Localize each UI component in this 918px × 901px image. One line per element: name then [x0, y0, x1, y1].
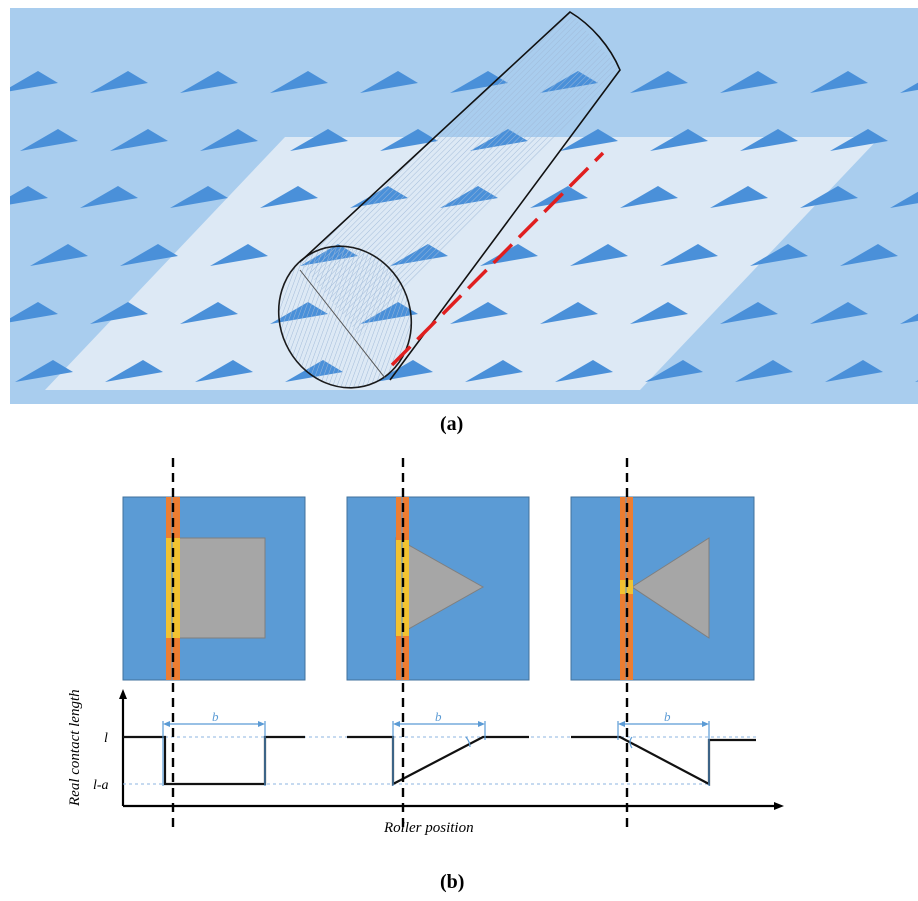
- svg-text:b: b: [435, 709, 442, 724]
- shape-square: [167, 537, 266, 639]
- roller-cylinder-icon: [277, 11, 621, 389]
- caption-b: (b): [440, 871, 464, 893]
- asperity-triangle-icon: [450, 71, 508, 93]
- asperity-triangle-icon: [720, 71, 778, 93]
- asperity-triangle-icon: [10, 186, 48, 205]
- x-axis-label: Roller position: [383, 820, 474, 836]
- asperity-triangle-icon: [645, 360, 703, 382]
- contact-line-red: [390, 151, 605, 367]
- asperity-triangle-icon: [540, 302, 598, 324]
- asperity-triangle-icon: [180, 71, 238, 93]
- box-triangle-left: [570, 496, 755, 681]
- asperity-triangle-icon: [90, 302, 148, 324]
- svg-text:b: b: [212, 709, 219, 724]
- asperity-triangle-icon: [105, 360, 163, 382]
- box-triangle-right: [346, 496, 530, 681]
- asperity-triangle-icon: [810, 302, 868, 324]
- width-dimensions: [162, 721, 710, 786]
- y-axis-label: Real contact length: [67, 689, 83, 807]
- asperity-triangle-icon: [800, 186, 858, 208]
- asperity-triangle-icon: [555, 360, 613, 382]
- contact-length-curves: [123, 735, 756, 786]
- asperity-triangle-icon: [200, 129, 258, 151]
- asperity-triangle-icon: [810, 71, 868, 93]
- caption-a: (a): [440, 413, 463, 435]
- asperity-triangle-icon: [720, 302, 778, 324]
- panel-a-surface-illustration: [10, 8, 918, 404]
- asperity-triangle-icon: [890, 191, 918, 208]
- asperity-triangle-icon: [270, 71, 328, 93]
- panel-b-contact-length: l l-a Real contact length Roller positio…: [67, 458, 784, 836]
- y-tick-l-minus-a: l-a: [93, 778, 109, 793]
- asperity-triangle-icon: [20, 129, 78, 151]
- asperity-triangle-icon: [360, 71, 418, 93]
- asperity-triangle-icon: [375, 360, 433, 382]
- asperity-triangle-icon: [660, 244, 718, 266]
- asperity-triangle-icon: [740, 129, 798, 151]
- asperity-triangle-icon: [570, 244, 628, 266]
- asperity-triangle-icon: [750, 244, 808, 266]
- asperity-triangle-icon: [825, 360, 883, 382]
- asperity-triangle-icon: [465, 360, 523, 382]
- axes: [119, 689, 784, 810]
- contact-region-yellow: [166, 538, 180, 638]
- asperity-triangle-icon: [560, 129, 618, 151]
- svg-text:b: b: [664, 709, 671, 724]
- width-labels: b b b: [212, 709, 671, 724]
- asperity-triangle-icon: [210, 244, 268, 266]
- asperity-triangle-icon: [15, 360, 73, 382]
- asperity-triangle-icon: [900, 313, 918, 324]
- asperity-triangle-icon: [260, 186, 318, 208]
- asperity-triangle-icon: [110, 129, 168, 151]
- asperity-triangle-icon: [80, 186, 138, 208]
- y-tick-l: l: [104, 731, 108, 746]
- asperity-triangle-icon: [180, 302, 238, 324]
- asperity-triangle-icon: [170, 186, 228, 208]
- asperity-triangle-icon: [710, 186, 768, 208]
- box-square: [122, 496, 306, 681]
- asperity-triangle-icon: [630, 71, 688, 93]
- shape-triangle-left: [631, 537, 710, 639]
- asperity-triangle-icon: [735, 360, 793, 382]
- asperity-triangle-icon: [915, 380, 918, 382]
- roller-position-lines: [171, 458, 629, 828]
- asperity-triangle-icon: [840, 244, 898, 266]
- asperity-triangle-icon: [10, 71, 58, 92]
- asperity-triangle-icon: [30, 244, 88, 266]
- contact-band: [45, 137, 880, 390]
- asperity-triangle-icon: [630, 302, 688, 324]
- asperity-triangle-icon: [450, 302, 508, 324]
- asperity-triangle-icon: [10, 302, 58, 323]
- asperity-triangle-icon: [830, 129, 888, 151]
- asperity-triangle-icon: [290, 129, 348, 151]
- asperity-triangle-icon: [900, 82, 918, 93]
- asperity-triangle-icon: [120, 244, 178, 266]
- asperity-triangle-icon: [620, 186, 678, 208]
- asperity-triangle-icon: [380, 129, 438, 151]
- asperity-triangle-icon: [650, 129, 708, 151]
- asperity-triangle-icon: [90, 71, 148, 93]
- asperity-triangle-icon: [195, 360, 253, 382]
